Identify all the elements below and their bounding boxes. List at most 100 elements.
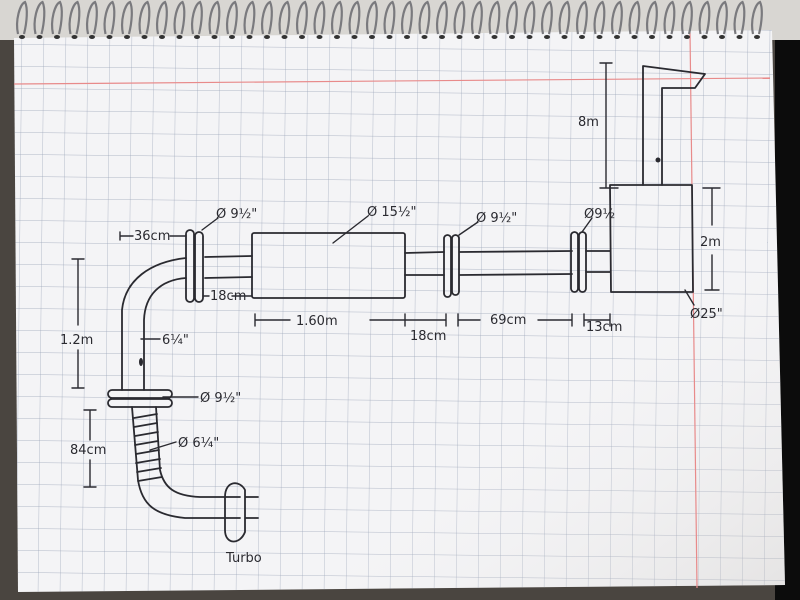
binding-hole	[229, 35, 235, 39]
binding-hole	[281, 35, 288, 39]
chimney-height-dimension: 8m	[578, 115, 599, 130]
box-height-dimension: 2m	[700, 235, 721, 250]
spiral-coil	[33, 0, 46, 35]
turbo-label: Turbo	[225, 551, 262, 566]
muffler-diameter-label: Ø 15½"	[367, 205, 417, 220]
binding-hole	[614, 35, 620, 39]
elbow-outer	[121, 257, 187, 391]
flange-to-muffler-dimension: 18cm	[210, 289, 246, 304]
spiral-coil	[103, 0, 116, 35]
spiral-coil	[156, 0, 168, 35]
exhaust-diagram: Ø 9½" Ø 15½" Ø 9½" Ø9½ Ø25" 6¼" Ø 9½" Ø …	[60, 62, 723, 566]
binding-hole	[719, 35, 725, 39]
spiral-coil	[523, 0, 536, 35]
flex-pipe	[131, 406, 241, 519]
elbow-inner	[143, 277, 187, 391]
spiral-coil	[576, 0, 588, 35]
binding-hole	[316, 35, 323, 39]
binding-hole	[246, 35, 253, 39]
spiral-coil	[366, 0, 378, 35]
binding-hole	[649, 35, 655, 39]
binding-hole	[71, 35, 78, 39]
binding-hole	[124, 35, 130, 39]
spiral-coil	[611, 0, 623, 35]
flange3-diameter-label: Ø9½	[584, 207, 615, 222]
binding-hole	[176, 35, 183, 39]
binding-hole	[526, 35, 533, 39]
binding-hole	[54, 35, 60, 39]
spiral-coil	[191, 0, 203, 35]
spiral-coil	[593, 0, 606, 35]
spiral-coil	[243, 0, 256, 35]
spiral-coil	[453, 0, 466, 35]
lower-flange	[107, 389, 173, 408]
spiral-coil	[208, 0, 221, 35]
spiral-coil	[138, 0, 151, 35]
binding-hole	[631, 35, 638, 39]
spiral-coil	[331, 0, 343, 35]
spiral-binding	[16, 0, 763, 39]
binding-hole	[404, 35, 410, 39]
spiral-coil	[751, 0, 763, 35]
margin-line-horizontal	[13, 77, 771, 85]
binding-hole	[159, 35, 165, 39]
binding-hole	[264, 35, 270, 39]
binding-hole	[561, 35, 568, 39]
turbo-outlet	[224, 482, 259, 543]
spiral-coil	[646, 0, 658, 35]
flange-to-box-dimension: 13cm	[586, 320, 622, 335]
spiral-coil	[401, 0, 413, 35]
muffler	[251, 232, 406, 299]
binding-hole	[421, 35, 428, 39]
spiral-coil	[506, 0, 518, 35]
spiral-coil	[418, 0, 431, 35]
binding-hole	[754, 35, 760, 39]
binding-hole	[736, 35, 743, 39]
muffler-to-flange-dimension: 18cm	[410, 329, 446, 344]
spiral-coil	[471, 0, 483, 35]
binding-hole	[456, 35, 463, 39]
binding-hole	[211, 35, 218, 39]
binding-hole	[386, 35, 393, 39]
flange1-diameter-label: Ø 9½"	[216, 207, 257, 222]
spiral-coil	[436, 0, 448, 35]
margin-line-vertical	[689, 31, 698, 589]
spiral-coil	[173, 0, 186, 35]
spiral-coil	[558, 0, 571, 35]
binding-hole	[684, 35, 690, 39]
binding-hole	[106, 35, 113, 39]
notebook-page	[13, 30, 785, 592]
spiral-coil	[68, 0, 81, 35]
binding-hole	[596, 35, 603, 39]
pipe-flange3-box	[585, 250, 611, 273]
binding-hole	[544, 35, 550, 39]
flex-length-dimension: 84cm	[70, 443, 106, 458]
spiral-coil	[733, 0, 746, 35]
spiral-coil	[226, 0, 238, 35]
dimension-lines	[71, 62, 721, 488]
chimney	[642, 65, 706, 186]
spiral-coil	[121, 0, 133, 35]
spiral-coil	[261, 0, 273, 35]
binding-hole	[509, 35, 515, 39]
binding-hole	[369, 35, 375, 39]
inlet-offset-dimension: 36cm	[134, 229, 170, 244]
pipe-muffler-flange2	[404, 251, 445, 276]
binding-hole	[89, 35, 95, 39]
elbow-pipe-diameter-label: 6¼"	[162, 333, 189, 348]
spiral-coil	[16, 0, 28, 35]
spiral-coil	[663, 0, 676, 35]
muffler-length-dimension: 1.60m	[296, 314, 338, 329]
binding-hole	[19, 35, 25, 39]
binding-hole	[474, 35, 480, 39]
spiral-coil	[628, 0, 641, 35]
spiral-coil	[296, 0, 308, 35]
vertical-pipe-dimension: 1.2m	[60, 333, 93, 348]
middle-pipe-dimension: 69cm	[490, 313, 526, 328]
silencer-box	[609, 184, 694, 293]
binding-hole	[351, 35, 358, 39]
flange-2	[443, 234, 460, 298]
binding-hole	[141, 35, 148, 39]
binding-hole	[701, 35, 708, 39]
